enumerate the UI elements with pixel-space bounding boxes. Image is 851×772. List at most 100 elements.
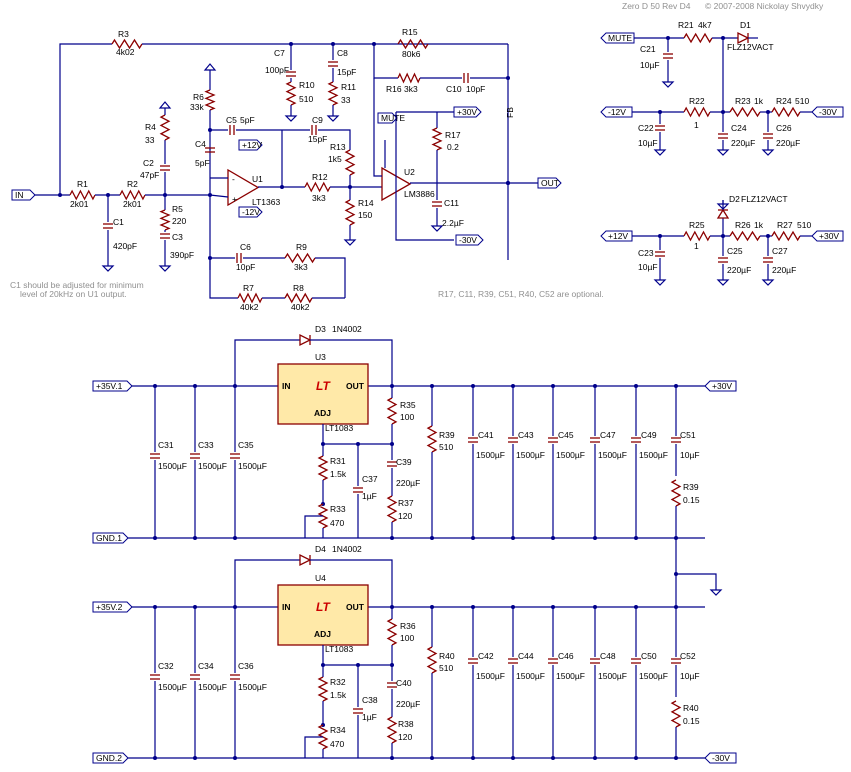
resistor-r27 bbox=[771, 230, 801, 242]
label: 1500µF bbox=[516, 450, 545, 460]
label: 1500µF bbox=[476, 671, 505, 681]
minus30-port bbox=[455, 234, 484, 246]
label: R4 bbox=[145, 122, 156, 132]
label: 100pF bbox=[265, 65, 289, 75]
label: 1.5k bbox=[330, 690, 347, 700]
psu2-ground-port bbox=[92, 752, 129, 764]
capacitor-c21 bbox=[663, 53, 673, 59]
ground-symbol bbox=[716, 149, 730, 156]
label: 10µF bbox=[638, 138, 658, 148]
wire bbox=[234, 559, 300, 607]
label: 1 bbox=[694, 120, 699, 130]
label: U1 bbox=[252, 174, 263, 184]
resistor-r15 bbox=[397, 38, 429, 50]
label: C35 bbox=[238, 440, 254, 450]
resistor-r14 bbox=[344, 199, 356, 226]
capacitor-c4 bbox=[205, 147, 215, 153]
label: C38 bbox=[362, 695, 378, 705]
psu2-cap-q bbox=[387, 682, 397, 688]
psu1-cap-adj bbox=[353, 487, 363, 493]
label: C3 bbox=[172, 232, 183, 242]
label: C4 bbox=[195, 139, 206, 149]
ground-symbol bbox=[661, 81, 675, 88]
resistor-r10 bbox=[285, 81, 297, 106]
resistor-r16 bbox=[397, 72, 421, 84]
plus12-port-label: +12V bbox=[608, 231, 628, 241]
resistor-r24 bbox=[771, 106, 801, 118]
label: 2k01 bbox=[70, 199, 89, 209]
label: 1.5k bbox=[330, 469, 347, 479]
label: 1500µF bbox=[158, 461, 187, 471]
label: C24 bbox=[731, 123, 747, 133]
psu1-output-cap bbox=[590, 437, 600, 443]
label: 0.15 bbox=[683, 495, 700, 505]
label: 1k5 bbox=[328, 154, 342, 164]
wire bbox=[395, 112, 454, 241]
u1-minus12 bbox=[238, 206, 263, 218]
label: R33 bbox=[330, 504, 346, 514]
wire bbox=[209, 258, 238, 299]
label: 15pF bbox=[308, 134, 327, 144]
label: 1k bbox=[754, 96, 764, 106]
label: 4k02 bbox=[116, 47, 135, 57]
psu2-ground-port-label: GND.2 bbox=[96, 753, 122, 763]
minus30b-port-label: -30V bbox=[819, 107, 837, 117]
c1-note: level of 20kHz on U1 output. bbox=[20, 289, 127, 299]
label: C9 bbox=[312, 115, 323, 125]
wire bbox=[318, 129, 351, 150]
ground-symbol bbox=[343, 239, 357, 246]
label: OUT bbox=[346, 602, 365, 612]
label: C49 bbox=[641, 430, 657, 440]
page-title: Zero D 50 Rev D4 bbox=[622, 1, 691, 11]
label: R17 bbox=[445, 130, 461, 140]
label: 1500µF bbox=[238, 461, 267, 471]
resistor-r3 bbox=[111, 38, 143, 50]
label: C41 bbox=[478, 430, 494, 440]
label: 1500µF bbox=[158, 682, 187, 692]
label: 1500µF bbox=[639, 671, 668, 681]
psu2-regulator bbox=[277, 584, 369, 646]
label: 420pF bbox=[113, 241, 137, 251]
out-port bbox=[537, 177, 562, 189]
label: 33k bbox=[190, 102, 204, 112]
label: C6 bbox=[240, 242, 251, 252]
junction-dot bbox=[593, 756, 597, 760]
psu1-output-cap bbox=[468, 437, 478, 443]
label: 1500µF bbox=[639, 450, 668, 460]
junction-dot bbox=[390, 536, 394, 540]
label: FLZ12VACT bbox=[727, 42, 774, 52]
junction-dot bbox=[233, 536, 237, 540]
label: 4k7 bbox=[698, 20, 712, 30]
psu2-resistor-r bbox=[386, 618, 398, 646]
label: 33 bbox=[341, 95, 351, 105]
label: R3 bbox=[118, 29, 129, 39]
label: 2k01 bbox=[123, 199, 142, 209]
label: 120 bbox=[398, 732, 412, 742]
label: C50 bbox=[641, 651, 657, 661]
label: 5pF bbox=[195, 158, 210, 168]
label: C52 bbox=[680, 651, 696, 661]
label: 1500µF bbox=[198, 682, 227, 692]
label: R26 bbox=[735, 220, 751, 230]
label: R39 bbox=[683, 482, 699, 492]
label: R6 bbox=[193, 92, 204, 102]
in-port-label: IN bbox=[15, 190, 24, 200]
c1-note: C1 should be adjusted for minimum bbox=[10, 280, 144, 290]
label: 1500µF bbox=[598, 450, 627, 460]
u1-plus12 bbox=[238, 139, 263, 151]
capacitor-c2 bbox=[160, 165, 170, 171]
wire bbox=[304, 736, 323, 758]
label: C33 bbox=[198, 440, 214, 450]
resistor-r8 bbox=[284, 292, 313, 304]
label: R21 bbox=[678, 20, 694, 30]
label: R12 bbox=[312, 172, 328, 182]
u1-plus12-label: +12V bbox=[242, 140, 262, 150]
label: C1 bbox=[113, 217, 124, 227]
label: 10µF bbox=[680, 671, 700, 681]
junction-dot bbox=[506, 76, 510, 80]
junction-dot bbox=[506, 181, 510, 185]
label: C11 bbox=[444, 198, 459, 208]
psu1-end-resistor bbox=[670, 479, 682, 507]
label: 1µF bbox=[362, 491, 377, 501]
opamp-u1 bbox=[227, 168, 260, 207]
